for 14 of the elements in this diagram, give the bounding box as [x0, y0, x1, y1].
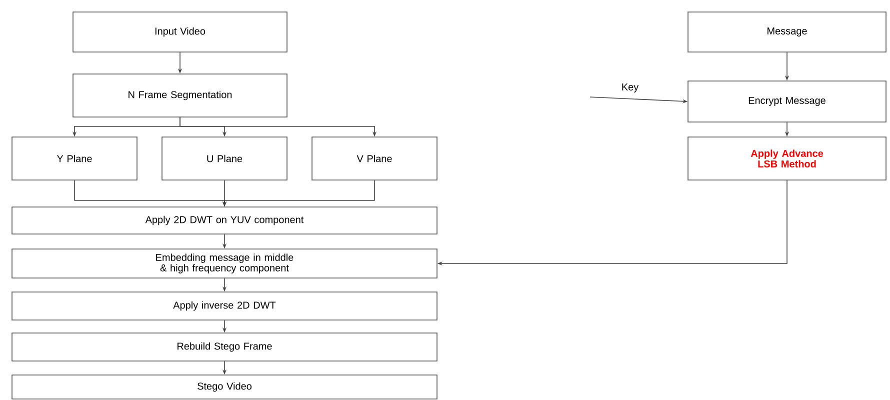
process-box: Y Plane: [12, 136, 138, 180]
process-box: Message: [688, 12, 886, 52]
process-box: Stego Video: [12, 374, 438, 400]
process-box: Encrypt Message: [688, 80, 886, 122]
process-box: Embedding message in middle & high frequency component: [12, 248, 438, 278]
process-box: Rebuild Stego Frame: [12, 332, 438, 362]
process-box: Apply inverse 2D DWT: [12, 292, 438, 320]
process-box: Apply 2D DWT on YUV component: [12, 206, 438, 234]
highlighted-process-box: Apply Advance LSB Method: [688, 136, 886, 180]
edge-label: Key: [620, 82, 640, 94]
process-box: V Plane: [312, 136, 438, 180]
process-box: U Plane: [162, 136, 288, 180]
process-box: Input Video: [72, 12, 288, 52]
process-box: N Frame Segmentation: [72, 74, 288, 118]
